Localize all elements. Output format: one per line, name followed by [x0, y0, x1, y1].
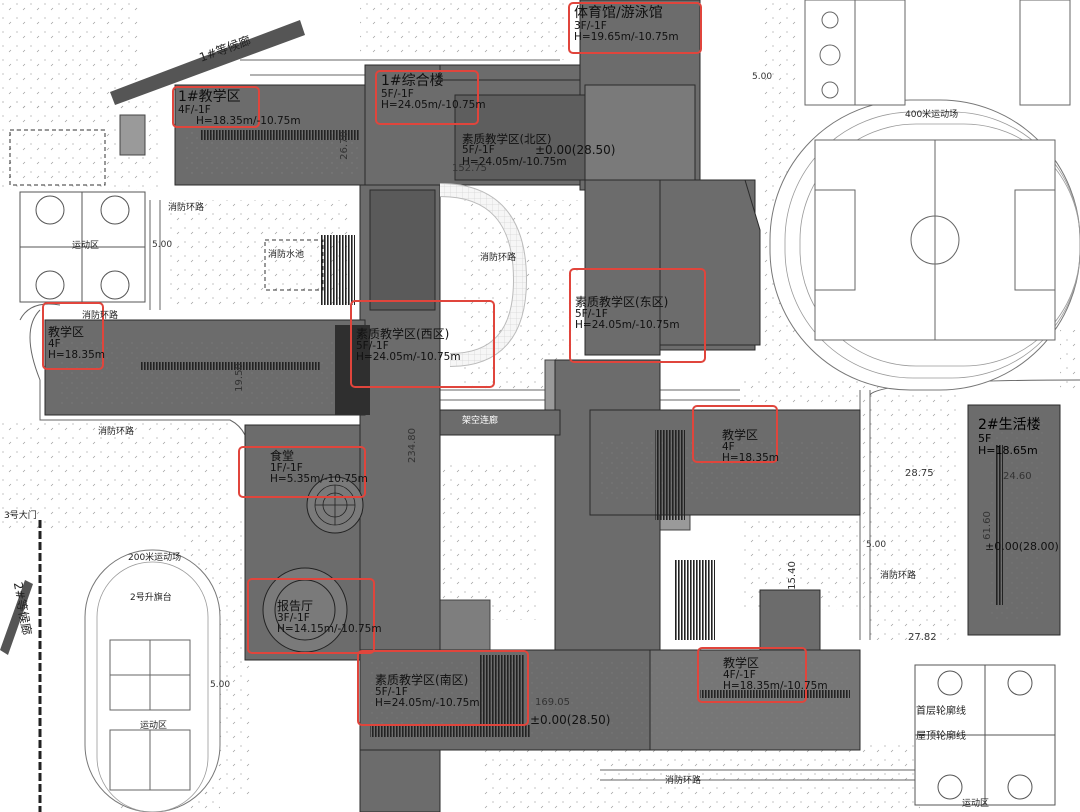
label-height: H=18.65m	[978, 443, 1038, 457]
label-floors: 4F/-1F	[723, 668, 756, 681]
label-height: H=24.05m/-10.75m	[462, 155, 567, 168]
courts-top	[804, 0, 1071, 106]
note-400m-track: 400米运动场	[905, 110, 959, 120]
note-elevation-east: ±0.00(28.00)	[985, 540, 1059, 553]
dim-label: 5.00	[752, 72, 773, 82]
waiting-corridor-2	[0, 520, 42, 812]
note-flag-stage: 2号升旗台	[130, 593, 172, 603]
dim-label: 15.40	[786, 561, 798, 590]
label-quality-north: 素质教学区(北区) 5F/-1F H=24.05m/-10.75m	[462, 133, 567, 168]
note-sports-zone-southwest: 运动区	[140, 721, 168, 731]
label-floors: 5F/-1F	[356, 339, 389, 352]
label-height: H=24.05m/-10.75m	[375, 697, 480, 710]
label-name: 素质教学区(东区)	[575, 295, 669, 309]
label-quality-east: 素质教学区(东区) 5F/-1F H=24.05m/-10.75m	[569, 268, 706, 363]
note-ground-outline: 首层轮廓线	[916, 706, 966, 717]
label-quality-west: 素质教学区(西区) 5F/-1F H=24.05m/-10.75m	[350, 300, 495, 388]
label-dorm-2: 2#生活楼 5F H=18.65m	[978, 417, 1041, 457]
dim-label: 169.05	[535, 697, 570, 708]
note-fire-road: 消防环路	[880, 571, 917, 581]
label-height: H=18.35m/-10.75m	[723, 680, 828, 693]
label-height: H=18.35m	[48, 349, 105, 362]
dim-label: 5.00	[866, 540, 887, 550]
dim-label: 152.75	[452, 163, 487, 174]
label-name: 素质教学区(西区)	[356, 327, 450, 341]
label-name: 食堂	[270, 449, 295, 463]
note-elevation-north: ±0.00(28.50)	[535, 143, 616, 157]
label-name: 2#生活楼	[978, 417, 1041, 433]
label-name: 教学区	[723, 656, 760, 670]
note-skybridge: 架空连廊	[462, 416, 499, 426]
track-400	[769, 99, 1080, 391]
label-height: H=18.35m/-10.75m	[196, 115, 301, 128]
note-sports-zone-southeast: 运动区	[962, 799, 990, 809]
dim-label: 27.82	[908, 632, 937, 643]
label-height: H=14.15m/-10.75m	[277, 623, 382, 636]
label-name: 教学区	[722, 428, 759, 442]
spiral-stair	[314, 484, 356, 526]
dim-label: 26.70	[338, 131, 350, 160]
dim-label: 28.75	[905, 468, 934, 479]
label-auditorium: 报告厅 3F/-1F H=14.15m/-10.75m	[247, 578, 382, 654]
label-teaching-zone-west: 教学区 4F H=18.35m	[42, 302, 105, 370]
note-sports-zone-west: 运动区	[72, 241, 100, 251]
label-name: 1#教学区	[178, 89, 241, 105]
dim-label: 5.00	[152, 240, 173, 250]
courts-west	[19, 191, 146, 303]
label-quality-south: 素质教学区(南区) 5F/-1F H=24.05m/-10.75m	[357, 650, 529, 726]
note-elevation-south: ±0.00(28.50)	[530, 713, 611, 727]
note-gate-3: 3号大门	[4, 511, 37, 521]
dim-label: 24.60	[1003, 471, 1032, 482]
label-complex-building-1: 1#综合楼 5F/-1F H=24.05m/-10.75m	[375, 70, 486, 125]
label-teaching-zone-east: 教学区 4F H=18.35m	[692, 405, 779, 465]
label-teaching-zone-1: 1#教学区 4F/-1F H=18.35m/-10.75m	[172, 86, 301, 128]
label-floors: 3F/-1F	[574, 20, 607, 33]
label-floors: 3F/-1F	[277, 611, 310, 624]
fire-pool-outline	[264, 239, 324, 291]
note-200m-track: 200米运动场	[128, 553, 182, 563]
note-fire-pool: 消防水池	[268, 250, 305, 260]
label-floors: 5F	[978, 432, 992, 446]
dim-label: 19.50	[233, 363, 245, 392]
dim-label: 5.00	[210, 680, 231, 690]
label-name: 体育馆/游泳馆	[574, 5, 663, 21]
track-200	[84, 549, 221, 812]
label-name: 报告厅	[277, 599, 314, 613]
dim-label: 61.60	[981, 511, 993, 540]
label-floors: 4F/-1F	[178, 104, 211, 117]
label-floors: 5F/-1F	[575, 307, 608, 320]
label-floors: 1F/-1F	[270, 461, 303, 474]
note-fire-road: 消防环路	[98, 427, 135, 437]
label-name: 素质教学区(南区)	[375, 673, 469, 687]
label-name: 教学区	[48, 325, 85, 339]
dashed-zone	[9, 129, 106, 186]
label-name: 1#综合楼	[381, 73, 444, 89]
label-height: H=24.05m/-10.75m	[356, 351, 461, 364]
dim-label: 234.80	[407, 428, 418, 463]
note-fire-road: 消防环路	[480, 253, 517, 263]
label-height: H=24.05m/-10.75m	[575, 319, 680, 332]
label-floors: 4F	[722, 440, 735, 453]
waiting-corridor-1	[110, 20, 305, 105]
label-canteen: 食堂 1F/-1F H=5.35m/-10.75m	[238, 446, 368, 498]
label-floors: 4F	[48, 337, 61, 350]
label-height: H=18.35m	[722, 452, 779, 465]
label-height: H=5.35m/-10.75m	[270, 473, 368, 486]
label-floors: 5F/-1F	[375, 685, 408, 698]
label-floors: 5F/-1F	[462, 144, 495, 157]
label-floors: 5F/-1F	[381, 88, 414, 101]
label-gym-pool: 体育馆/游泳馆 3F/-1F H=19.65m/-10.75m	[568, 2, 702, 54]
note-fire-road: 消防环路	[665, 776, 702, 786]
courts-southeast	[914, 664, 1056, 806]
note-fire-road: 消防环路	[82, 311, 119, 321]
label-height: H=19.65m/-10.75m	[574, 31, 679, 44]
note-fire-road: 消防环路	[168, 203, 205, 213]
label-height: H=24.05m/-10.75m	[381, 99, 486, 112]
curved-path-grid	[439, 184, 527, 366]
label-teaching-zone-southeast: 教学区 4F/-1F H=18.35m/-10.75m	[697, 647, 828, 703]
label-name: 素质教学区(北区)	[462, 132, 552, 146]
note-roof-outline: 屋顶轮廓线	[916, 731, 966, 742]
stairs	[140, 130, 1003, 737]
